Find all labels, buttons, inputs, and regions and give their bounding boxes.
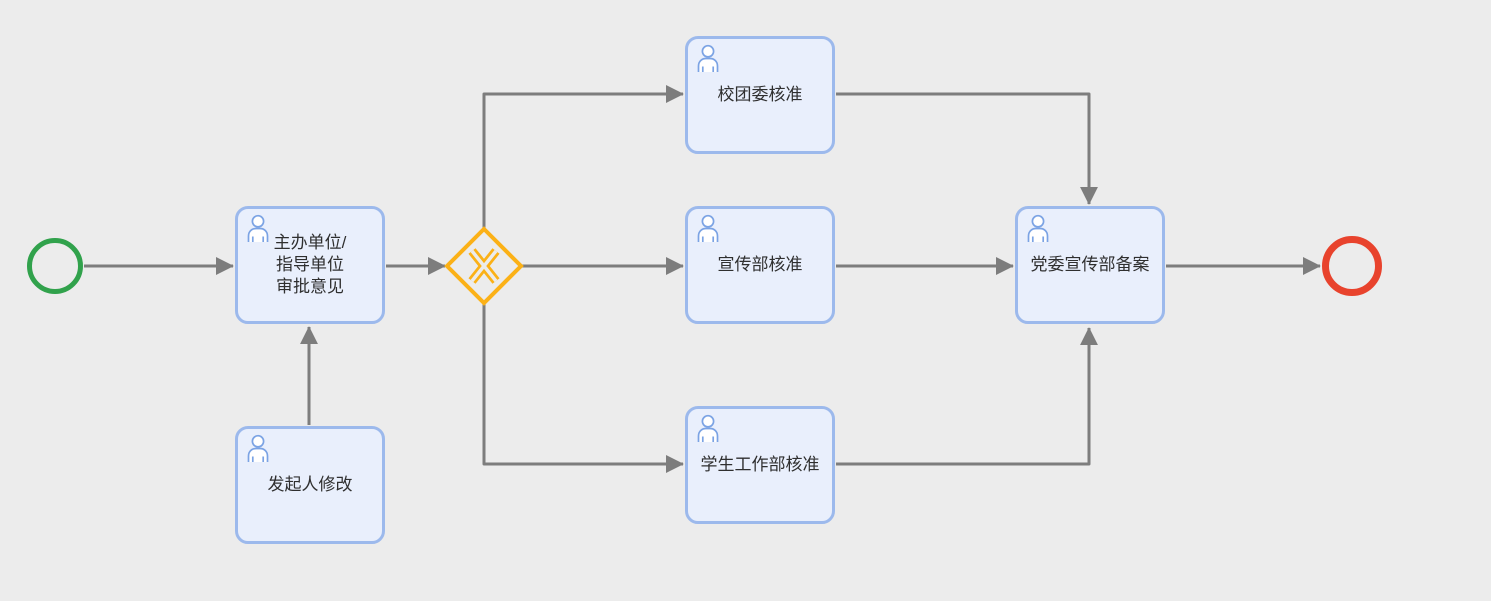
- task-label: 学生工作部核准: [700, 455, 820, 474]
- task-youth-league-approve[interactable]: 校团委核准: [685, 36, 835, 154]
- start-event[interactable]: [27, 238, 83, 294]
- flow-gateway-to-student[interactable]: [482, 304, 684, 473]
- user-task-icon: [693, 213, 723, 243]
- task-party-propaganda-filing[interactable]: 党委宣传部备案: [1015, 206, 1165, 324]
- user-task-icon: [243, 433, 273, 463]
- user-task-icon: [243, 213, 273, 243]
- task-initiator-modify[interactable]: 发起人修改: [235, 426, 385, 544]
- end-event[interactable]: [1322, 236, 1382, 296]
- flow-gateway-to-youth[interactable]: [482, 85, 684, 228]
- exclusive-gateway[interactable]: [441, 223, 527, 309]
- flow-youth-to-filing[interactable]: [836, 92, 1098, 205]
- task-label: 宣传部核准: [717, 255, 803, 274]
- user-task-icon: [693, 413, 723, 443]
- task-label: 党委宣传部备案: [1030, 255, 1150, 274]
- task-label: 主办单位/ 指导单位 审批意见: [273, 233, 347, 296]
- user-task-icon: [1023, 213, 1053, 243]
- task-propaganda-approve[interactable]: 宣传部核准: [685, 206, 835, 324]
- task-student-affairs-approve[interactable]: 学生工作部核准: [685, 406, 835, 524]
- exclusive-gateway-x-icon: [468, 248, 500, 284]
- task-label: 发起人修改: [267, 475, 353, 494]
- user-task-icon: [693, 43, 723, 73]
- task-approval-opinion[interactable]: 主办单位/ 指导单位 审批意见: [235, 206, 385, 324]
- flow-student-to-filing[interactable]: [836, 327, 1098, 466]
- task-label: 校团委核准: [717, 85, 803, 104]
